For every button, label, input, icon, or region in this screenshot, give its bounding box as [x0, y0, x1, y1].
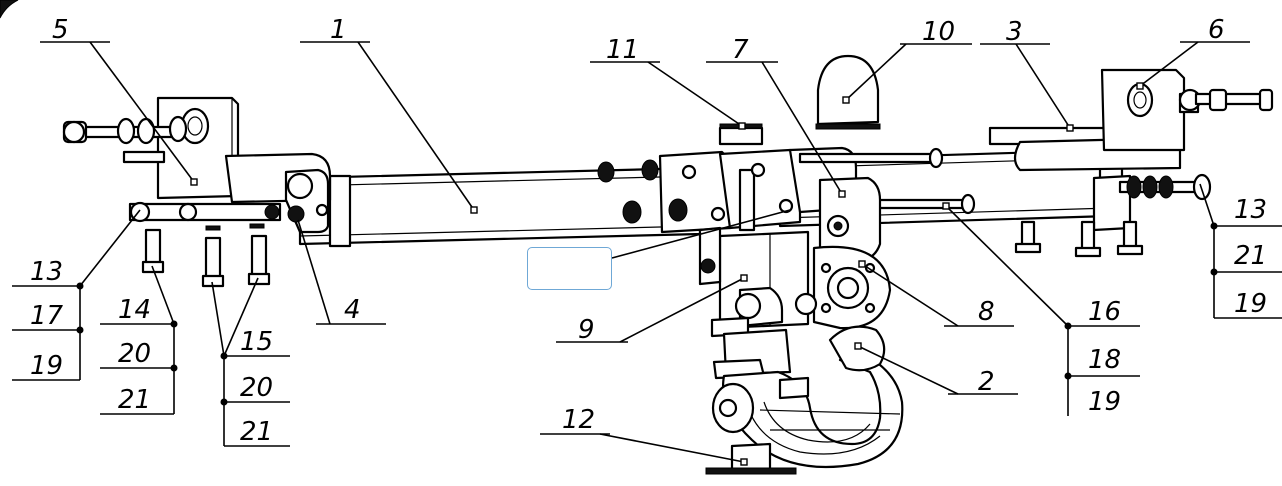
anchor-markers	[190, 82, 1144, 466]
callout-7: 7	[732, 35, 749, 65]
empty-callout-box[interactable]	[527, 247, 612, 290]
callout-13-left: 13	[30, 257, 63, 287]
callout-19-right: 19	[1088, 387, 1121, 417]
callout-11: 11	[606, 35, 639, 65]
callout-18: 18	[1088, 345, 1121, 375]
socket-cap	[815, 54, 881, 130]
callout-8: 8	[978, 297, 995, 327]
tow-hook	[711, 325, 904, 469]
callout-16: 16	[1088, 297, 1121, 327]
callout-10: 10	[922, 17, 955, 47]
callout-3: 3	[1006, 17, 1023, 47]
left-bolt-assembly	[62, 115, 188, 164]
callout-6: 6	[1208, 15, 1225, 45]
callout-labels: 5 1 11 7 10 3 6 4 9 8 2 12 13 17 19 14 2…	[30, 15, 1267, 447]
right-bracket	[988, 68, 1274, 258]
callout-21-mid: 21	[240, 417, 273, 447]
callout-21-right: 21	[1234, 241, 1267, 271]
left-lower-bolts	[128, 201, 305, 288]
callout-1: 1	[330, 15, 347, 45]
callout-9: 9	[578, 315, 595, 345]
callout-13-right: 13	[1234, 195, 1267, 225]
corner-mark	[0, 0, 19, 19]
callout-21-left: 21	[118, 385, 151, 415]
callout-20-left: 20	[118, 339, 151, 369]
callout-4: 4	[344, 295, 361, 325]
hook-mount	[698, 176, 892, 338]
callout-12: 12	[562, 405, 595, 435]
callout-2: 2	[978, 367, 995, 397]
leader-lines	[12, 41, 1282, 463]
callout-19-left: 19	[30, 351, 63, 381]
callout-14: 14	[118, 295, 151, 325]
junction-dots	[76, 222, 1218, 406]
callout-17: 17	[30, 301, 64, 331]
callout-19-far-right: 19	[1234, 289, 1267, 319]
callout-5: 5	[52, 15, 69, 45]
callout-20-mid: 20	[240, 373, 273, 403]
callout-15: 15	[240, 327, 273, 357]
